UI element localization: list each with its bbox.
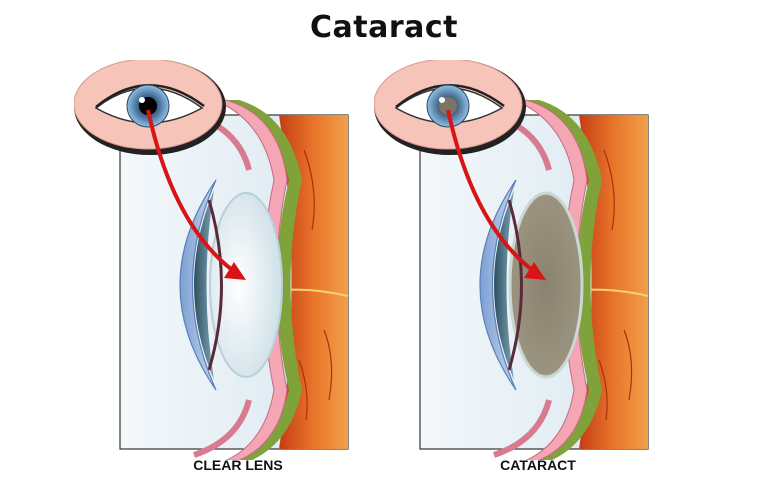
eye-cross-section-clear bbox=[74, 60, 349, 460]
cornea bbox=[179, 179, 217, 391]
iris-section bbox=[207, 199, 223, 371]
blood-vessels bbox=[298, 149, 333, 421]
lens bbox=[209, 192, 283, 378]
diagram-title: Cataract bbox=[309, 10, 458, 45]
eyelid-lower bbox=[493, 399, 552, 458]
blood-vessels bbox=[598, 149, 633, 421]
light-path-arrow bbox=[446, 109, 541, 277]
eye-cross-section-cataract bbox=[374, 60, 649, 460]
arrow-head bbox=[524, 262, 546, 280]
caption-cataract: CATARACT bbox=[500, 457, 576, 473]
light-path-arrow bbox=[146, 109, 241, 277]
eyelid-lower bbox=[193, 399, 252, 458]
cloudy-lens bbox=[508, 191, 584, 379]
ciliary-body bbox=[524, 100, 602, 460]
eye-highlight bbox=[139, 97, 145, 103]
panel-clear-lens: CLEAR LENS bbox=[74, 60, 374, 480]
iris-section bbox=[507, 199, 523, 371]
panel-cataract: CATARACT bbox=[374, 60, 674, 480]
ciliary-body bbox=[224, 100, 302, 460]
arrow-head bbox=[224, 262, 246, 280]
eye-highlight bbox=[439, 97, 445, 103]
cornea bbox=[479, 179, 517, 391]
caption-clear-lens: CLEAR LENS bbox=[193, 457, 283, 473]
